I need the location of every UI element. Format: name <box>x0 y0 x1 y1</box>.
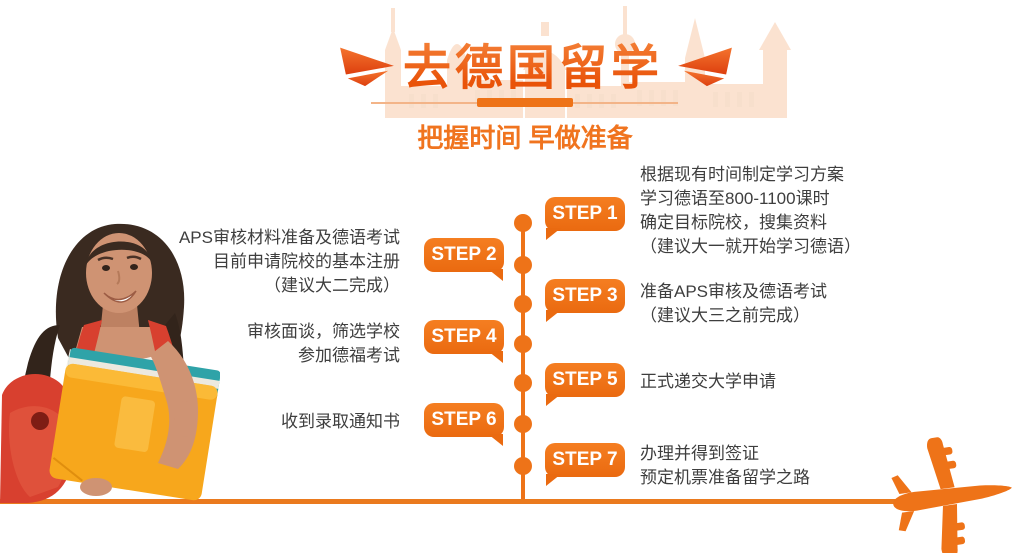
timeline-dot-7 <box>514 457 532 475</box>
step-7-text: 办理并得到签证 预定机票准备留学之路 <box>640 444 810 487</box>
student-photo <box>0 223 220 503</box>
step-4-badge: STEP 4 <box>424 320 504 363</box>
timeline-line <box>521 223 525 503</box>
step-3-text: 准备APS审核及德语考试 （建议大三之前完成） <box>640 282 828 325</box>
step-6-badge: STEP 6 <box>424 403 504 446</box>
step-7-label: STEP 7 <box>552 449 618 470</box>
step-7-badge: STEP 7 <box>545 443 625 486</box>
step-3-badge: STEP 3 <box>545 279 625 322</box>
step-2-text: APS审核材料准备及德语考试 目前申请院校的基本注册 （建议大二完成） <box>178 228 400 295</box>
badge-tail <box>546 310 561 322</box>
flight-path-line <box>0 499 918 504</box>
page-title: 去德国留学 <box>403 28 683 98</box>
step-1-text: 根据现有时间制定学习方案 学习德语至800-1100课时 确定目标院校，搜集资料… <box>640 165 861 256</box>
step-6-text: 收到录取通知书 <box>281 412 400 431</box>
step-2-label: STEP 2 <box>431 244 497 265</box>
badge-tail <box>488 434 503 446</box>
step-2-badge: STEP 2 <box>424 238 504 281</box>
paper-plane-arrow-icon <box>340 47 394 87</box>
badge-tail <box>546 474 561 486</box>
timeline-dot-4 <box>514 335 532 353</box>
step-4-label: STEP 4 <box>431 326 497 347</box>
badge-tail <box>488 269 503 281</box>
page-subtitle: 把握时间 早做准备 <box>417 123 633 153</box>
step-3-label: STEP 3 <box>552 285 618 306</box>
timeline-dot-1 <box>514 214 532 232</box>
timeline-dot-6 <box>514 415 532 433</box>
step-5-badge: STEP 5 <box>545 363 625 406</box>
timeline-dot-5 <box>514 374 532 392</box>
badge-tail <box>546 394 561 406</box>
city-skyline-icon <box>385 6 791 118</box>
paper-plane-arrow-icon <box>678 47 732 87</box>
step-5-text: 正式递交大学申请 <box>640 372 776 391</box>
timeline-dot-2 <box>514 256 532 274</box>
title-underline-accent <box>477 98 573 107</box>
step-1-badge: STEP 1 <box>545 197 625 240</box>
step-6-label: STEP 6 <box>431 409 497 430</box>
timeline-dot-3 <box>514 295 532 313</box>
badge-tail <box>546 228 561 240</box>
badge-tail <box>488 351 503 363</box>
step-1-label: STEP 1 <box>552 203 618 224</box>
step-4-text: 审核面谈，筛选学校 参加德福考试 <box>247 322 400 365</box>
step-5-label: STEP 5 <box>552 369 618 390</box>
airplane-icon <box>891 437 1012 553</box>
